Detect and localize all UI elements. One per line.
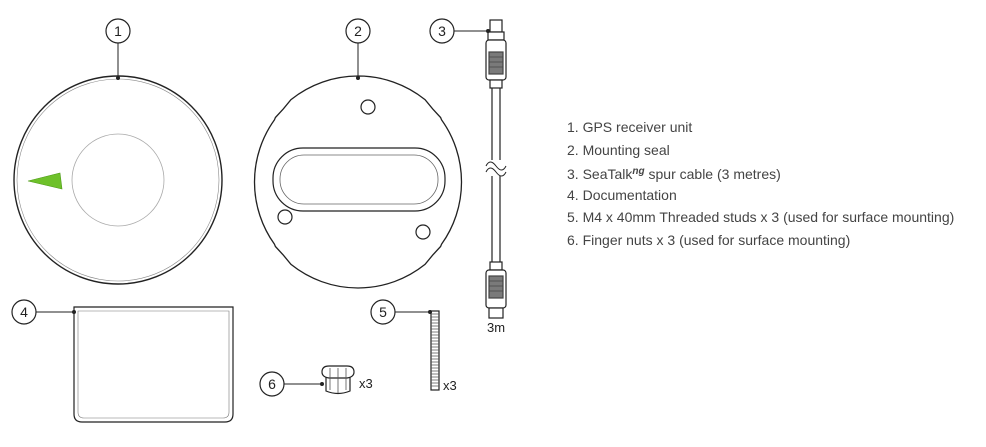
leader-lines (36, 30, 488, 385)
callout-6: 6 (268, 376, 276, 392)
parts-list-item: 3. SeaTalkng spur cable (3 metres) (567, 166, 781, 183)
mounting-seal (253, 75, 463, 289)
parts-list-item: 1. GPS receiver unit (567, 119, 693, 135)
seatalk-spur-cable (485, 19, 507, 319)
cable-length-label: 3m (487, 320, 505, 335)
parts-list-item: 5. M4 x 40mm Threaded studs x 3 (used fo… (567, 209, 955, 226)
nuts-qty-label: x3 (359, 376, 373, 391)
parts-list-item: 2. Mounting seal (567, 141, 670, 158)
gps-receiver-unit (13, 75, 223, 285)
callout-circles (11, 18, 455, 397)
documentation (73, 306, 234, 423)
parts-list-item: 6. Finger nuts x 3 (used for surface mou… (567, 231, 851, 248)
parts-list: 1. GPS receiver unit 2. Mounting seal 3.… (567, 116, 954, 252)
callout-1: 1 (114, 23, 122, 39)
studs-qty-label: x3 (443, 378, 457, 393)
finger-nut (321, 365, 355, 395)
callout-4: 4 (20, 304, 28, 320)
parts-list-item: 4. Documentation (567, 186, 677, 203)
gps-green-indicator (27, 172, 63, 190)
callout-2: 2 (354, 23, 362, 39)
threaded-stud (430, 310, 440, 391)
callout-5: 5 (379, 304, 387, 320)
callout-3: 3 (438, 23, 446, 39)
